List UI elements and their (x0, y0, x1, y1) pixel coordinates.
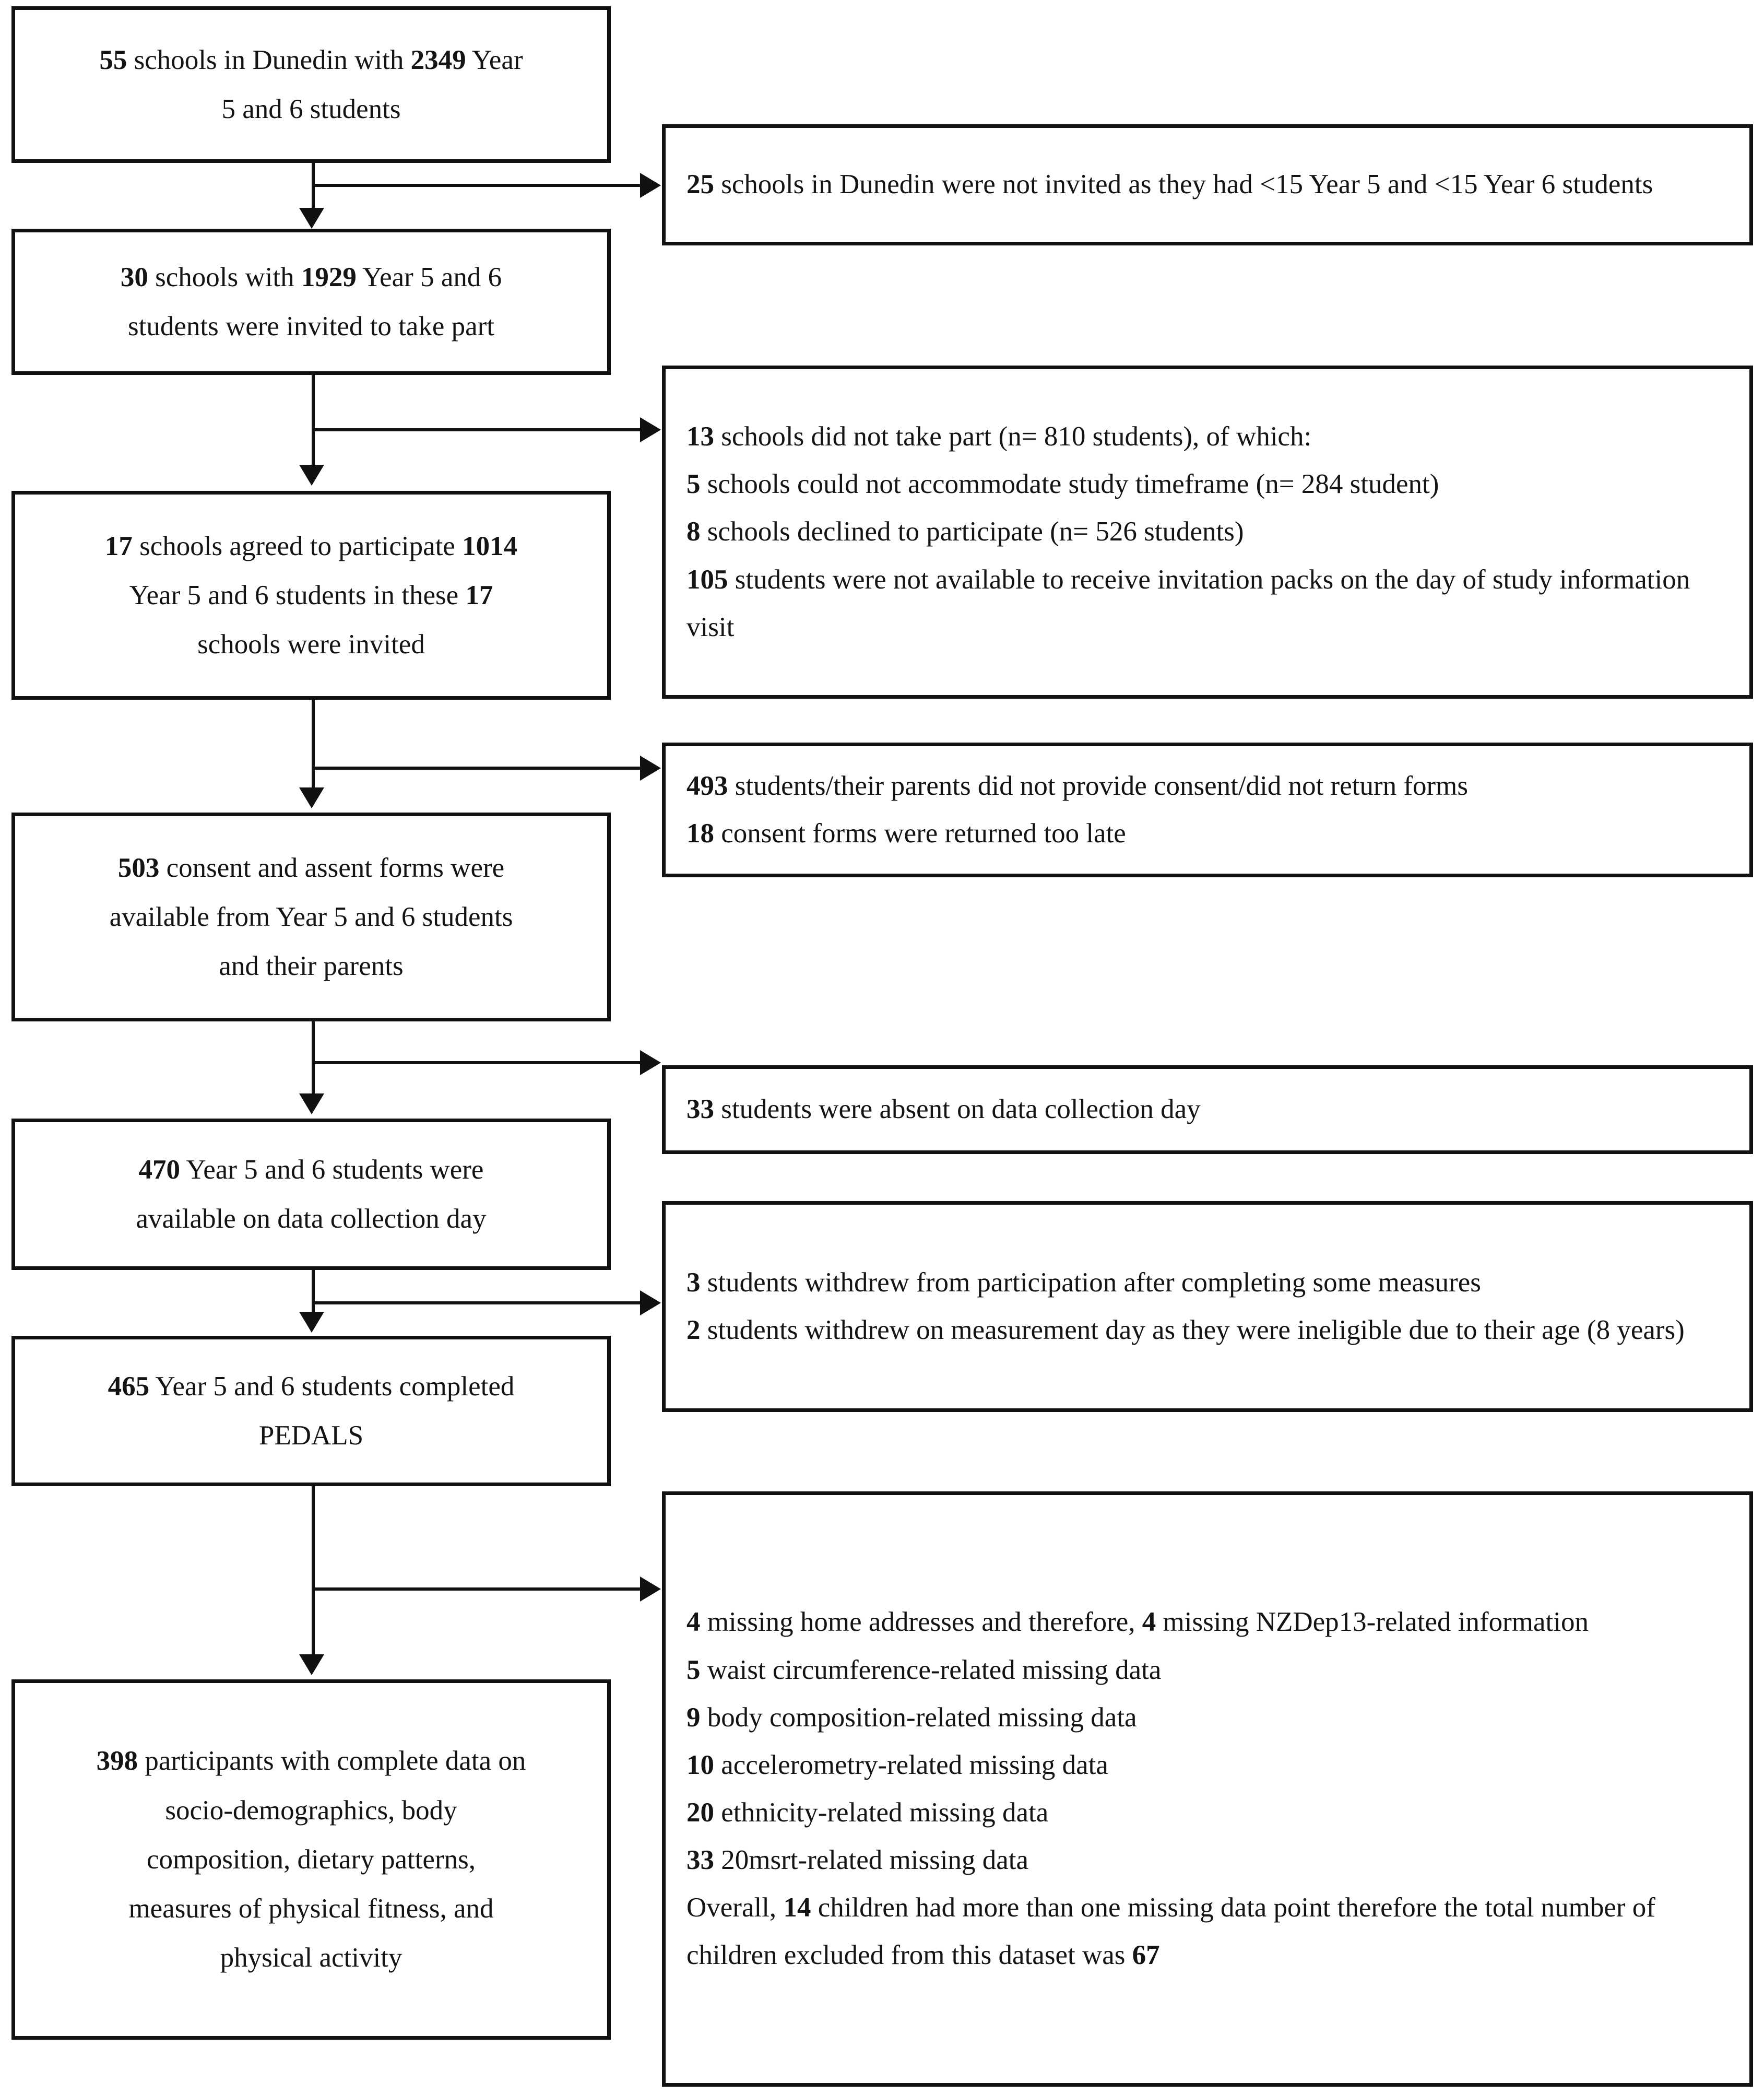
flow-node-3-line-3: schools were invited (197, 629, 425, 660)
exclusion-node-4-entry-1: 33 students were absent on data collecti… (686, 1094, 1201, 1125)
exclusion-node-5: 3 students withdrew from participation a… (662, 1201, 1753, 1412)
flow-node-2-line-2: students were invited to take part (127, 311, 495, 342)
flow-node-7-line-1: 398 participants with complete data on (96, 1746, 526, 1777)
flow-node-7-line-3: composition, dietary patterns, (147, 1844, 476, 1875)
exclusion-node-6-entry-5: 20 ethnicity-related missing data (686, 1797, 1049, 1828)
flow-node-6: 465 Year 5 and 6 students completed PEDA… (11, 1336, 611, 1486)
arrow-down-3 (299, 787, 324, 808)
connector-v-4 (312, 1021, 315, 1099)
connector-v-1 (312, 163, 315, 213)
flow-node-1-line-2: 5 and 6 students (221, 94, 401, 124)
connector-h-1 (312, 184, 640, 187)
flow-node-7-line-4: measures of physical fitness, and (128, 1893, 494, 1924)
exclusion-node-2-entry-2: 5 schools could not accommodate study ti… (686, 469, 1439, 500)
flow-node-3: 17 schools agreed to participate 1014 Ye… (11, 491, 611, 700)
flow-node-4-line-1: 503 consent and assent forms were (117, 852, 505, 883)
exclusion-node-2-entry-4: 105 students were not available to recei… (686, 564, 1697, 642)
connector-v-6 (312, 1486, 315, 1660)
arrow-down-5 (299, 1312, 324, 1333)
exclusion-node-2-entry-3: 8 schools declined to participate (n= 52… (686, 516, 1244, 547)
exclusion-node-6-entry-2: 5 waist circumference-related missing da… (686, 1654, 1162, 1685)
exclusion-node-3-entry-2: 18 consent forms were returned too late (686, 818, 1126, 849)
exclusion-node-6-entry-7: Overall, 14 children had more than one m… (686, 1892, 1663, 1971)
arrow-right-2 (640, 417, 661, 442)
arrow-right-3 (640, 756, 661, 781)
exclusion-node-6-entry-3: 9 body composition-related missing data (686, 1702, 1137, 1733)
flow-node-2-line-1: 30 schools with 1929 Year 5 and 6 (120, 262, 502, 292)
connector-h-4 (312, 1061, 640, 1064)
flow-node-6-line-2: PEDALS (258, 1420, 364, 1451)
exclusion-node-6: 4 missing home addresses and therefore, … (662, 1491, 1753, 2087)
arrow-right-5 (640, 1290, 661, 1315)
flow-node-1-line-1: 55 schools in Dunedin with 2349 Year (99, 44, 523, 75)
flow-node-3-line-1: 17 schools agreed to participate 1014 (104, 531, 518, 561)
connector-h-2 (312, 428, 640, 431)
exclusion-node-3-entry-1: 493 students/their parents did not provi… (686, 770, 1468, 801)
flow-node-4: 503 consent and assent forms were availa… (11, 813, 611, 1021)
arrow-down-1 (299, 208, 324, 229)
connector-h-6 (312, 1587, 640, 1591)
connector-h-5 (312, 1301, 640, 1304)
exclusion-node-2-entry-1: 13 schools did not take part (n= 810 stu… (686, 421, 1312, 452)
connector-h-3 (312, 767, 640, 770)
flow-node-5-line-1: 470 Year 5 and 6 students were (138, 1154, 484, 1185)
arrow-down-2 (299, 465, 324, 486)
connector-v-3 (312, 700, 315, 793)
exclusion-node-3: 493 students/their parents did not provi… (662, 743, 1753, 877)
exclusion-node-5-entry-2: 2 students withdrew on measurement day a… (686, 1315, 1685, 1345)
flow-node-4-line-3: and their parents (219, 951, 404, 982)
exclusion-node-6-entry-4: 10 accelerometry-related missing data (686, 1749, 1108, 1780)
flow-node-6-line-1: 465 Year 5 and 6 students completed (108, 1371, 515, 1402)
exclusion-node-2: 13 schools did not take part (n= 810 stu… (662, 366, 1753, 699)
flow-node-3-line-2: Year 5 and 6 students in these 17 (129, 580, 493, 610)
arrow-right-4 (640, 1050, 661, 1075)
flow-node-5-line-2: available on data collection day (136, 1204, 487, 1234)
flow-node-7: 398 participants with complete data on s… (11, 1679, 611, 2040)
flow-node-4-line-2: available from Year 5 and 6 students (109, 901, 513, 932)
connector-v-2 (312, 375, 315, 470)
flow-node-2: 30 schools with 1929 Year 5 and 6 studen… (11, 229, 611, 375)
arrow-down-6 (299, 1654, 324, 1675)
flow-node-7-line-5: physical activity (220, 1943, 402, 1973)
arrow-right-6 (640, 1577, 661, 1602)
exclusion-node-6-entry-1: 4 missing home addresses and therefore, … (686, 1607, 1589, 1638)
exclusion-node-5-entry-1: 3 students withdrew from participation a… (686, 1267, 1481, 1298)
exclusion-node-1-entry-1: 25 schools in Dunedin were not invited a… (686, 169, 1653, 200)
flow-node-1: 55 schools in Dunedin with 2349 Year 5 a… (11, 6, 611, 163)
exclusion-node-6-entry-6: 33 20msrt-related missing data (686, 1845, 1028, 1876)
exclusion-node-4: 33 students were absent on data collecti… (662, 1065, 1753, 1154)
connector-v-5 (312, 1270, 315, 1317)
arrow-down-4 (299, 1093, 324, 1114)
flow-node-7-line-2: socio-demographics, body (165, 1795, 457, 1826)
flow-node-5: 470 Year 5 and 6 students were available… (11, 1119, 611, 1270)
arrow-right-1 (640, 173, 661, 198)
exclusion-node-1: 25 schools in Dunedin were not invited a… (662, 124, 1753, 245)
